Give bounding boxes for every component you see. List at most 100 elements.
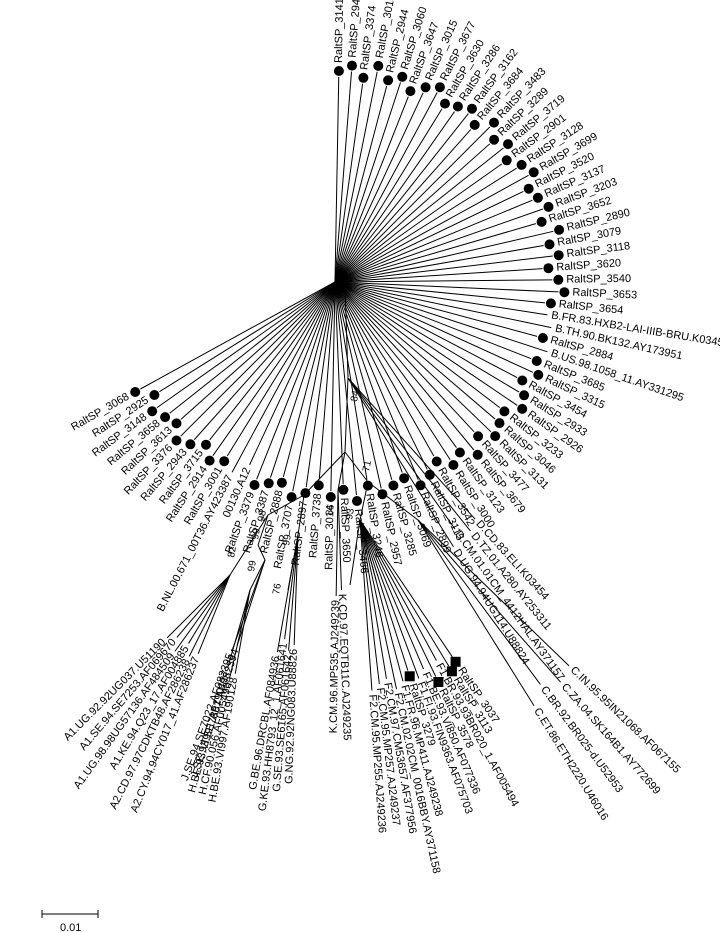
branch-subtype-c-3 (417, 519, 535, 706)
branch-sample-cluster-29 (334, 281, 545, 304)
branch-sample-cluster-69 (180, 281, 336, 420)
branch-sample-cluster-63 (231, 281, 336, 473)
branch-sample-cluster-1 (334, 71, 353, 283)
bootstrap-subtype-f: 93 (344, 507, 357, 520)
internal-branch-agr-ahj (257, 514, 269, 546)
sample-marker-circle (149, 390, 160, 400)
branch-sample-cluster-5 (334, 82, 401, 283)
branch-sample-cluster-26 (334, 268, 543, 283)
branch-sample-cluster-10 (334, 111, 455, 283)
sample-marker-circle (553, 250, 564, 261)
sample-marker-circle (130, 387, 141, 397)
branch-sample-cluster-3 (334, 71, 378, 283)
branch-sample-cluster-51 (334, 281, 382, 489)
branch-subtype-c-2 (417, 519, 541, 685)
bootstrap-subtype-j: 99 (246, 559, 259, 572)
bootstrap-root-to-d: 84 (349, 389, 362, 402)
branch-subtype-d-0 (347, 377, 476, 520)
branch-sample-cluster-59 (282, 281, 336, 478)
branch-sample-cluster-56 (318, 281, 336, 480)
sample-marker-circle (559, 287, 570, 298)
branch-sample-cluster-49 (334, 281, 403, 473)
branch-subtype-g-1 (288, 534, 299, 651)
sample-marker-circle (333, 66, 344, 76)
branch-sample-cluster-19 (334, 190, 524, 283)
internal-branch-fn-f2 (349, 519, 361, 586)
sample-marker-circle (517, 375, 528, 386)
branch-sample-cluster-32 (334, 281, 538, 337)
branch-sample-cluster-54 (334, 281, 344, 484)
sample-marker-circle (263, 478, 274, 489)
sample-marker-circle (185, 439, 196, 450)
branch-subtype-f-6 (359, 519, 409, 671)
leaf-label: RaltSP_3014 (323, 505, 336, 570)
tree-branches (140, 71, 570, 706)
sample-marker-circle (204, 455, 215, 466)
branch-sample-cluster-7 (334, 92, 424, 283)
sample-marker-circle (490, 431, 501, 442)
sample-marker-circle (325, 492, 336, 502)
sample-marker-circle (452, 101, 463, 112)
branch-sample-cluster-40 (334, 281, 496, 420)
sample-marker-circle (219, 456, 230, 467)
branch-sample-cluster-62 (249, 281, 336, 465)
branch-sample-cluster-55 (330, 281, 336, 491)
branch-sample-cluster-0 (334, 77, 340, 283)
sample-marker-square (446, 666, 457, 677)
internal-branch-ahj-hj (257, 544, 266, 561)
leaf-label: RaltSP_3653 (572, 287, 637, 302)
branch-sample-cluster-17 (334, 167, 517, 283)
internal-branch-dn-lo (344, 377, 349, 453)
sample-marker-circle (516, 159, 527, 170)
sample-marker-circle (469, 119, 480, 130)
sample-marker-circle (537, 333, 548, 343)
branch-subtype-f-1 (359, 519, 450, 667)
sample-marker-circle (338, 484, 349, 495)
leaf-label: RaltSP_3540 (566, 273, 631, 286)
sample-marker-circle (431, 456, 442, 467)
branch-sample-cluster-48 (334, 281, 419, 480)
branch-sample-cluster-33 (334, 281, 548, 353)
scale-bar-label: 0.01 (60, 922, 81, 933)
branch-sample-cluster-58 (292, 281, 336, 492)
branch-sample-cluster-45 (334, 281, 451, 461)
internal-branch-agr-aa (229, 514, 269, 576)
sample-marker-circle (532, 192, 543, 203)
sample-marker-circle (352, 496, 362, 506)
branch-sample-cluster-65 (212, 281, 336, 456)
branch-sample-cluster-30 (334, 281, 548, 316)
internal-branch-hj-hh (249, 559, 266, 591)
leaf-label: K.CD.97.EQTB11C.AJ249235 (336, 594, 353, 741)
sample-marker-circle (399, 473, 410, 484)
branch-sample-cluster-43 (334, 281, 475, 451)
branch-subtype-j-0 (236, 559, 266, 646)
sample-marker-circle (531, 356, 542, 366)
branch-subtype-h-2 (227, 589, 251, 668)
branch-subtype-d-2 (347, 377, 456, 530)
leaf-label: RaltSP_3620 (556, 257, 621, 273)
branch-subtype-g-0 (293, 534, 299, 645)
branch-sample-cluster-21 (334, 208, 544, 283)
branch-sample-cluster-39 (334, 281, 501, 409)
leaf-label: RaltSP_2941 (347, 0, 364, 58)
leaf-markers (130, 60, 570, 687)
sample-marker-circle (519, 390, 530, 401)
leaf-label: RaltSP_3650 (338, 498, 352, 563)
sample-marker-circle (543, 263, 554, 274)
sample-marker-circle (300, 488, 311, 499)
sample-marker-circle (536, 216, 547, 227)
branch-subtype-d-3 (347, 377, 454, 548)
sample-marker-circle (501, 155, 512, 166)
sample-marker-circle (434, 82, 445, 93)
branch-subtype-k-1 (335, 489, 339, 596)
branch-subtype-a-1 (188, 574, 231, 657)
branch-subtype-f-5 (359, 519, 420, 679)
branch-sample-cluster-71 (156, 281, 336, 409)
sample-marker-circle (377, 489, 388, 500)
sample-marker-circle (147, 406, 158, 417)
branch-sample-cluster-31 (334, 281, 552, 329)
sample-marker-circle (276, 477, 287, 488)
bootstrap-subtype-g-inner: 76 (271, 582, 284, 595)
